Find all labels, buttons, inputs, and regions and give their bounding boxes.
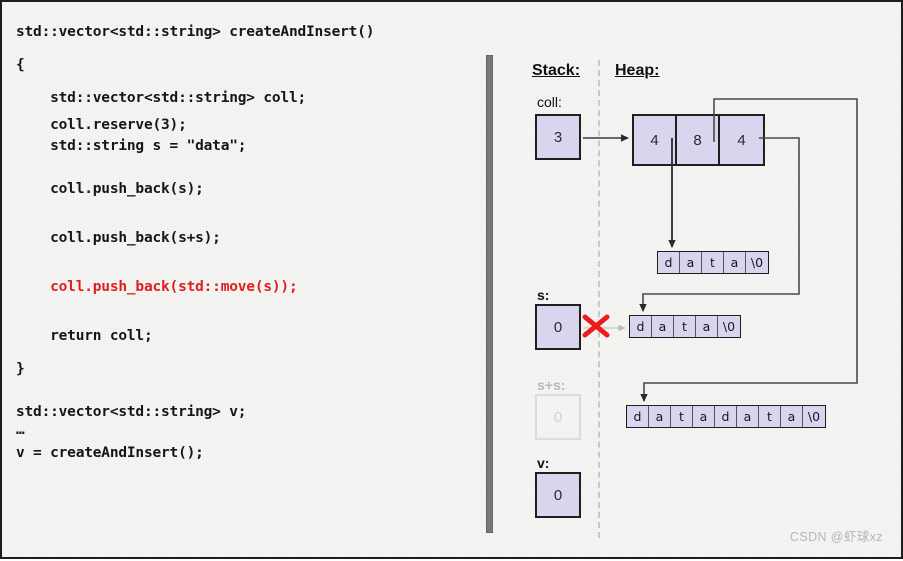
- char-cell: d: [658, 252, 680, 273]
- code-line: std::vector<std::string> v;: [16, 404, 247, 420]
- char-cell: \0: [722, 319, 736, 334]
- stack-slot-coll-value: 3: [553, 128, 563, 146]
- heap-header: Heap:: [615, 62, 660, 79]
- code-line: return coll;: [16, 328, 153, 344]
- code-line: {: [16, 57, 25, 73]
- stack-slot-sps-value: 0: [553, 408, 563, 426]
- stack-heap-dashed-divider: [598, 60, 600, 538]
- char-cell: a: [649, 406, 671, 427]
- heap-cell: 4: [737, 131, 746, 149]
- heap-vector-buffer: 4 8 4: [632, 114, 765, 166]
- char-cell: d: [715, 406, 737, 427]
- char-cell: a: [696, 316, 718, 337]
- heap-cell: 8: [677, 116, 720, 164]
- char-cell: a: [781, 406, 803, 427]
- char-cell: \0: [750, 255, 764, 270]
- code-line: coll.push_back(s);: [16, 181, 204, 197]
- heap-cell: 4: [634, 116, 677, 164]
- stack-slot-v-value: 0: [553, 486, 563, 504]
- char-cell: a: [724, 252, 746, 273]
- panel-divider-bar: [486, 55, 493, 533]
- char-cell: a: [737, 406, 759, 427]
- stack-slot-sps: 0: [535, 394, 581, 440]
- char-cell: \0: [807, 409, 821, 424]
- code-panel: std::vector<std::string> createAndInsert…: [2, 2, 472, 557]
- code-line: }: [16, 361, 25, 377]
- heap-string-data-1: d a t a \0: [657, 251, 769, 274]
- stack-var-label-coll: coll:: [537, 94, 562, 110]
- heap-string-datadata: d a t a d a t a \0: [626, 405, 826, 428]
- code-line: std::vector<std::string> coll;: [16, 90, 307, 106]
- char-cell: d: [630, 316, 652, 337]
- code-line: std::string s = "data";: [16, 138, 247, 154]
- stack-var-label-v: v:: [537, 455, 550, 471]
- stack-slot-s: 0: [535, 304, 581, 350]
- code-line-highlighted: coll.push_back(std::move(s));: [16, 279, 298, 295]
- code-line: std::vector<std::string> createAndInsert…: [16, 24, 375, 40]
- char-cell: a: [693, 406, 715, 427]
- stack-slot-v: 0: [535, 472, 581, 518]
- watermark: CSDN @虾球xz: [789, 530, 883, 544]
- stack-var-label-sps: s+s:: [537, 377, 566, 393]
- char-cell: t: [671, 406, 693, 427]
- char-cell: d: [627, 406, 649, 427]
- char-cell: t: [702, 252, 724, 273]
- moved-from-x-icon: [582, 314, 610, 338]
- code-line-ellipsis: …: [16, 422, 25, 438]
- stack-header: Stack:: [532, 62, 581, 79]
- char-cell: t: [759, 406, 781, 427]
- stack-slot-s-value: 0: [553, 318, 563, 336]
- code-line: coll.reserve(3);: [16, 117, 187, 133]
- code-line: v = createAndInsert();: [16, 445, 204, 461]
- char-cell: a: [652, 316, 674, 337]
- stack-slot-coll: 3: [535, 114, 581, 160]
- stack-var-label-s: s:: [537, 287, 550, 303]
- code-line: coll.push_back(s+s);: [16, 230, 221, 246]
- char-cell: t: [674, 316, 696, 337]
- heap-string-data-2: d a t a \0: [629, 315, 741, 338]
- char-cell: a: [680, 252, 702, 273]
